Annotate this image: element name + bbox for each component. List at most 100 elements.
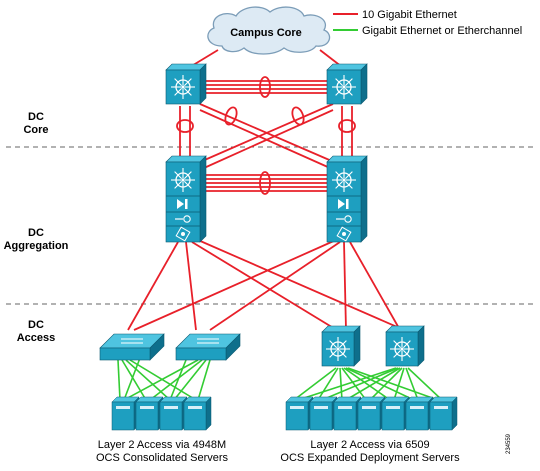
box-side: [199, 63, 207, 105]
layer3-switch-icon: [326, 337, 350, 361]
switch-arrow: [174, 78, 182, 86]
devices: [99, 63, 458, 431]
layer-aggregation-label-1: DC: [28, 227, 44, 239]
switch-arrow: [393, 340, 401, 348]
layer3-switch-icon: [332, 75, 356, 99]
layer-aggregation-label-2: Aggregation: [4, 240, 69, 252]
server-6509-4: [357, 396, 386, 431]
caption-right-line-1: Layer 2 Access via 6509: [310, 439, 429, 451]
box-top: [326, 155, 368, 163]
firewall-bar: [346, 199, 349, 209]
ssl-box: [336, 226, 352, 242]
core-switch-left: [165, 63, 207, 105]
link-core-cross-3: [199, 103, 334, 163]
switch-arrow: [335, 171, 343, 179]
switch-arrow: [184, 78, 192, 86]
link-aggR-accD: [349, 241, 401, 331]
etherchannel-markers: [176, 76, 356, 195]
etherchannel-core-cross-right: [291, 106, 305, 126]
server-4948m-2: [135, 396, 164, 431]
link-aggR-accC: [343, 241, 347, 331]
ssl-key: [342, 232, 346, 236]
server-6509-3: [333, 396, 362, 431]
firewall-arrow: [338, 199, 345, 209]
gig-links-left: [117, 357, 211, 401]
ten-gig-links: [127, 49, 405, 333]
glink-r9: [321, 367, 399, 401]
layer3-switch-icon: [332, 168, 356, 192]
server-drive: [164, 406, 178, 409]
server-4948m-1: [111, 396, 140, 431]
layer3-switch-icon: [171, 75, 195, 99]
switch-hub: [181, 178, 185, 182]
core-switch-right: [326, 63, 368, 105]
box-side: [360, 63, 368, 105]
etherchannel-core-left-down: [176, 119, 194, 133]
switch-arrow: [329, 350, 337, 358]
lb-circle: [183, 215, 191, 223]
layer-access-label-2: Access: [17, 332, 56, 344]
cloud-icon: [207, 6, 331, 55]
glink-r10: [345, 367, 401, 401]
link-aggL-accC: [191, 241, 341, 333]
switch-arrow: [174, 181, 182, 189]
switch-hub: [336, 347, 340, 351]
switch-hub: [181, 85, 185, 89]
server-6509-5: [381, 396, 410, 431]
server-drive: [314, 406, 328, 409]
server-drive: [386, 406, 400, 409]
server-side: [205, 396, 212, 431]
server-4948m-3: [159, 396, 188, 431]
glink-r2: [317, 367, 339, 401]
layer-labels: DC Core DC Aggregation DC Access: [4, 111, 69, 344]
caption-left-line-2: OCS Consolidated Servers: [96, 452, 229, 464]
firewall-module-icon: [338, 199, 349, 209]
server-drive: [290, 406, 304, 409]
box-top: [321, 325, 361, 333]
box-side: [199, 155, 207, 243]
box-side: [353, 325, 361, 367]
switch-arrow: [335, 181, 343, 189]
switch-arrow: [403, 350, 411, 358]
layer2-switch-icon: [197, 338, 219, 344]
glink-r7: [347, 367, 439, 401]
glink-r4: [341, 367, 367, 401]
cloud-label: Campus Core: [230, 27, 302, 39]
box-top: [326, 63, 368, 71]
glink-r6: [345, 367, 415, 401]
server-drive: [434, 406, 448, 409]
glink-l7: [149, 359, 203, 401]
server-drive: [410, 406, 424, 409]
box-top: [165, 155, 207, 163]
layer2-switch-icon: [121, 338, 143, 344]
link-aggL-accB: [185, 241, 197, 331]
server-6509-1: [285, 396, 314, 431]
switch-hub: [342, 178, 346, 182]
caption-left-line-1: Layer 2 Access via 4948M: [98, 439, 226, 451]
switch-arrow: [335, 78, 343, 86]
firewall-arrow: [177, 199, 184, 209]
glink-l5: [123, 357, 141, 401]
switch-arrow: [339, 350, 347, 358]
server-drive: [116, 406, 130, 409]
switch-hub: [342, 85, 346, 89]
etherchannel-core-core: [259, 76, 271, 98]
layer-core-label-1: DC: [28, 111, 44, 123]
server-side: [451, 396, 458, 431]
layer3-switch-icon: [390, 337, 414, 361]
switch-arrow: [329, 340, 337, 348]
switch-arrow: [345, 78, 353, 86]
etherchannel-core-cross-left: [224, 106, 238, 126]
lb-circle: [344, 215, 352, 223]
switch-arrow: [403, 340, 411, 348]
glink-r13: [405, 367, 419, 401]
ssl-module-icon: [336, 226, 352, 242]
switch-arrow: [339, 340, 347, 348]
box-top: [165, 63, 207, 71]
legend-label-gig: Gigabit Ethernet or Etherchannel: [362, 25, 522, 37]
glink-l10: [169, 359, 187, 401]
switch-arrow: [345, 171, 353, 179]
server-4948m-4: [183, 396, 212, 431]
legend-label-ten-gig: 10 Gigabit Ethernet: [362, 9, 457, 21]
access-switch-6509-1: [321, 325, 361, 367]
